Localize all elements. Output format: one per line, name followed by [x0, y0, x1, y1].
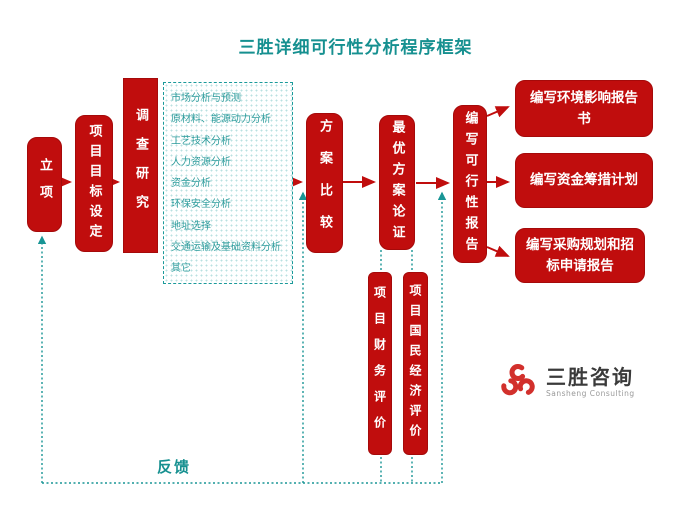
- node-xiangmu-mubiao-sheding: 项目目标设定: [75, 115, 113, 252]
- node-zuiyou-fangan-lunzheng: 最优方案论证: [379, 115, 415, 250]
- research-items-panel: 市场分析与预测 原材料、能源动力分析 工艺技术分析 人力资源分析 资金分析 环保…: [163, 82, 293, 284]
- logo-name: 三胜咨询: [546, 365, 634, 389]
- company-logo: 三胜咨询 Sansheng Consulting: [496, 360, 635, 404]
- logo-text: 三胜咨询 Sansheng Consulting: [546, 366, 635, 398]
- diagram-title: 三胜详细可行性分析程序框架: [238, 38, 473, 58]
- sansheng-logo-icon: [501, 364, 535, 396]
- research-item: 工艺技术分析: [171, 135, 231, 147]
- feedback-label: 反馈: [157, 458, 192, 476]
- node-caigou-guihua-zhaobiao-baogao: 编写采购规划和招标申请报告: [515, 228, 645, 283]
- research-item: 原材料、能源动力分析: [171, 114, 271, 126]
- node-fangan-bijiao: 方案比较: [306, 113, 343, 253]
- red-flow-arrows: [58, 106, 510, 257]
- research-item: 交通运输及基础资料分析: [171, 242, 281, 254]
- logo-subtitle: Sansheng Consulting: [546, 389, 635, 398]
- research-item: 其它: [171, 263, 191, 275]
- node-huanjing-yingxiang-baogaoshu: 编写环境影响报告书: [515, 80, 653, 137]
- research-item: 人力资源分析: [171, 156, 231, 168]
- node-xiangmu-guomin-jingji-pingjia: 项目国民经济评价: [403, 272, 428, 455]
- node-lixiang: 立项: [27, 137, 62, 232]
- research-item: 资金分析: [171, 178, 211, 190]
- research-item: 环保安全分析: [171, 199, 231, 211]
- research-item: 地址选择: [171, 220, 211, 232]
- research-item: 市场分析与预测: [171, 93, 241, 104]
- node-diaocha-yanjiu: 调查研究: [123, 78, 158, 253]
- node-zijin-choucuo-jihua: 编写资金筹措计划: [515, 153, 653, 208]
- node-bianxie-kexingxing-baogao: 编写可行性报告: [453, 105, 487, 263]
- node-xiangmu-caiwu-pingjia: 项目财务评价: [368, 272, 392, 455]
